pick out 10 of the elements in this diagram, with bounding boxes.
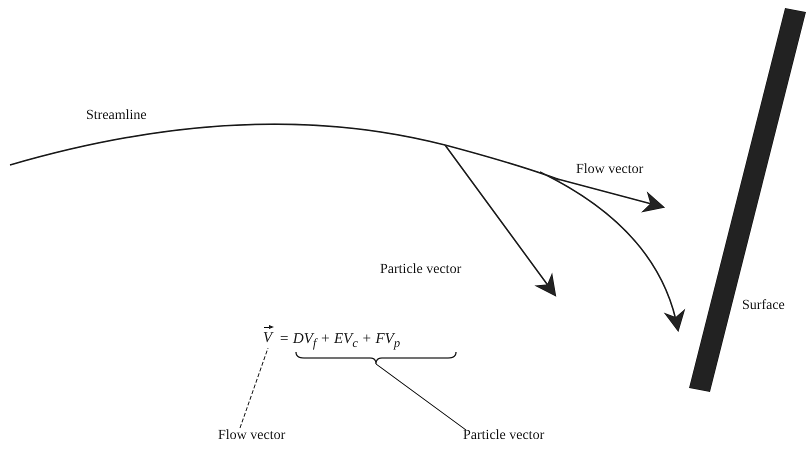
streamline-label: Streamline xyxy=(86,108,147,124)
underbrace xyxy=(295,352,457,365)
equation-text: = DV$_{f}$ + EV$_{c}$ + FV$_{p}$ xyxy=(279,331,400,351)
leader-line xyxy=(376,364,466,430)
leader-line xyxy=(240,348,268,428)
particle-vector-label: Particle vector xyxy=(380,262,462,278)
surface-label: Surface xyxy=(742,298,785,314)
particle-vector-label: Particle vector xyxy=(463,428,544,444)
flow-vector-label: Flow vector xyxy=(576,162,644,178)
flow-vector-label: Flow vector xyxy=(218,428,286,444)
